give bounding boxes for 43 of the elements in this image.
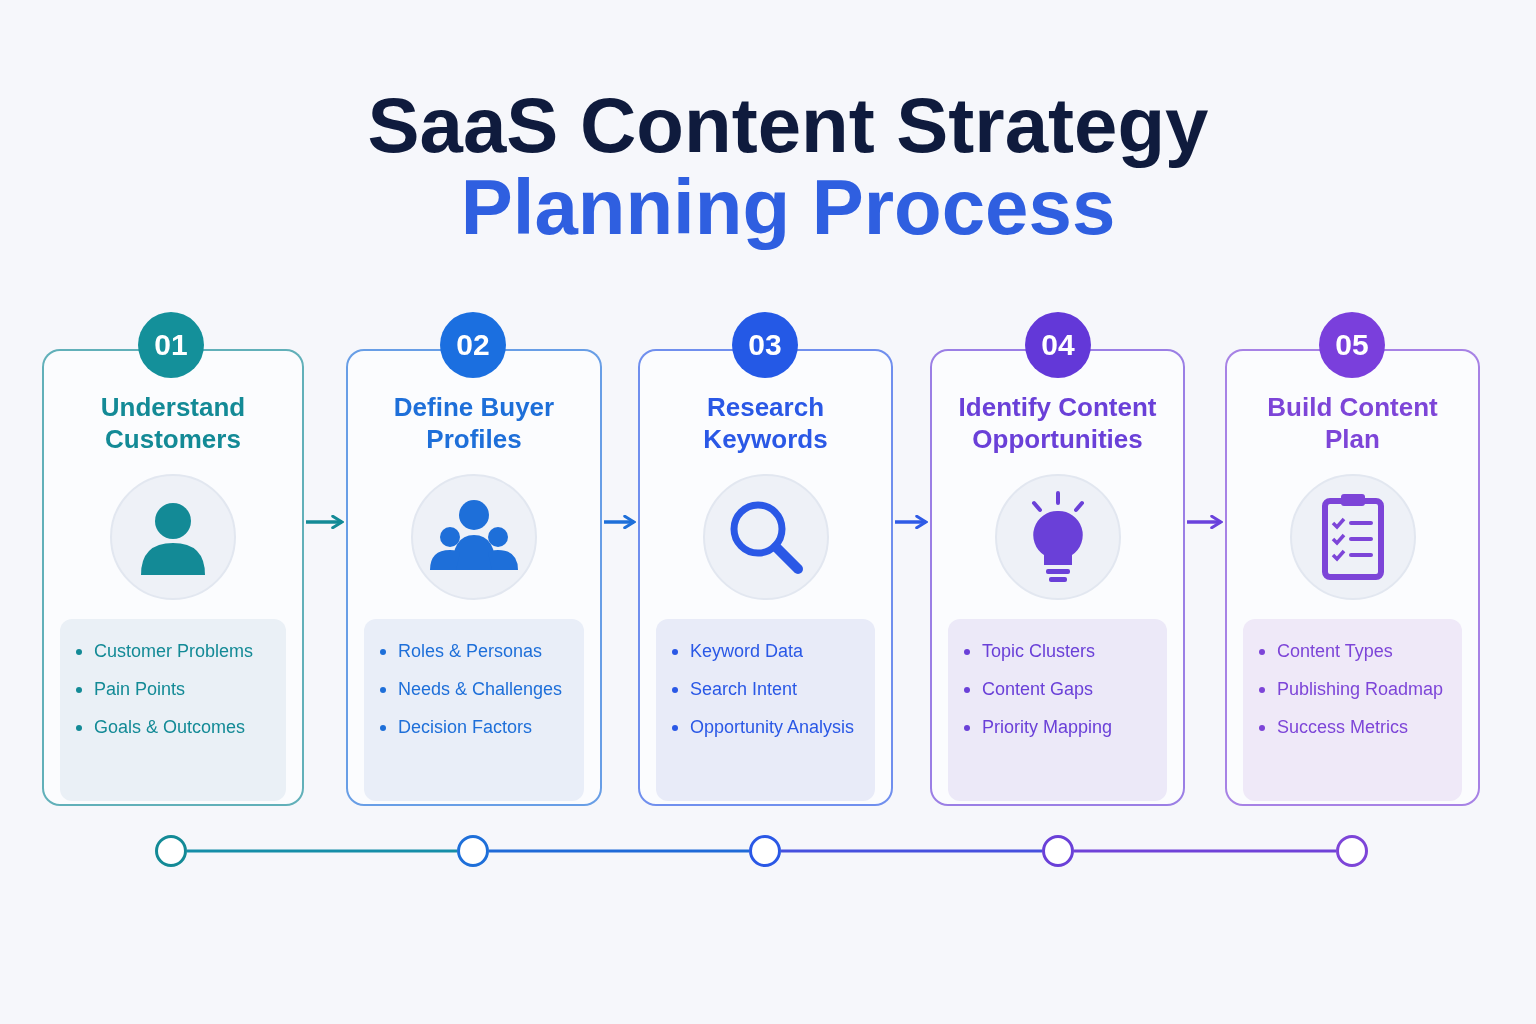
arrow — [604, 514, 636, 530]
bullet-item: Search Intent — [670, 677, 798, 701]
bullet-item: Pain Points — [74, 677, 186, 701]
bullet-panel — [948, 619, 1167, 801]
step-title: Identify Content Opportunities — [957, 391, 1158, 455]
timeline-line — [187, 849, 457, 853]
timeline-line — [489, 849, 749, 853]
bullet-item: Roles & Personas — [378, 639, 543, 663]
step-number-badge: 01 — [138, 312, 204, 378]
circle-marker — [457, 835, 489, 867]
bullet-item: Decision Factors — [378, 715, 533, 739]
circle-marker — [1042, 835, 1074, 867]
bullet-item: Keyword Data — [670, 639, 804, 663]
bullet-item: Topic Clusters — [962, 639, 1096, 663]
bullet-panel — [656, 619, 875, 801]
timeline-line — [1074, 849, 1336, 853]
bullet-item: Opportunity Analysis — [670, 715, 855, 739]
step-number-badge: 05 — [1319, 312, 1385, 378]
step-number-badge: 02 — [440, 312, 506, 378]
bullet-item: Content Types — [1257, 639, 1393, 663]
step-title: Research Keywords — [702, 391, 829, 455]
bullet-item: Customer Problems — [74, 639, 254, 663]
bullet-panel — [364, 619, 584, 801]
step-number-badge: 04 — [1025, 312, 1091, 378]
bullet-panel — [1243, 619, 1462, 801]
arrow — [306, 514, 344, 530]
bullet-panel — [60, 619, 286, 801]
bullet-item: Priority Mapping — [962, 715, 1113, 739]
bullet-item: Success Metrics — [1257, 715, 1409, 739]
timeline-line — [781, 849, 1042, 853]
step-title: Define Buyer Profiles — [392, 391, 556, 455]
circle-marker — [155, 835, 187, 867]
circle-marker — [1336, 835, 1368, 867]
step-number-badge: 03 — [732, 312, 798, 378]
arrow — [1187, 514, 1223, 530]
bullet-item: Content Gaps — [962, 677, 1094, 701]
arrow — [895, 514, 928, 530]
circle-marker — [749, 835, 781, 867]
bullet-item: Publishing Roadmap — [1257, 677, 1444, 701]
step-title: Build Content Plan — [1266, 391, 1439, 455]
step-title: Understand Customers — [99, 391, 247, 455]
bullet-item: Goals & Outcomes — [74, 715, 246, 739]
bullet-item: Needs & Challenges — [378, 677, 563, 701]
